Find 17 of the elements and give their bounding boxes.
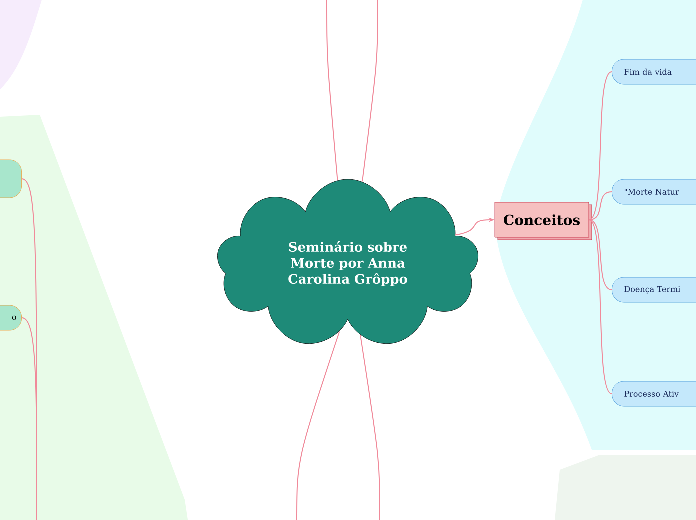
central-cloud: Seminário sobre Morte por Anna Carolina Grôppo [218,179,478,344]
connector-line [22,318,38,520]
subtopic-pill: Processo Ativ [612,381,696,407]
connector-line [326,0,338,181]
topic-box: Conceitos [494,202,592,240]
subtopic-pill [0,160,22,198]
connector-line [362,0,378,182]
connector-line [588,192,612,220]
connector-line [296,331,340,520]
connector-line [588,72,612,220]
connector-line [588,220,612,290]
connector-line [588,220,612,394]
subtopic-pill: "Morte Natur [612,179,696,205]
subtopic-pill: o [0,305,22,331]
connector-line [360,335,380,520]
subtopic-pill: Doença Termi [612,277,696,303]
subtopic-pill: Fim da vida [612,59,696,85]
